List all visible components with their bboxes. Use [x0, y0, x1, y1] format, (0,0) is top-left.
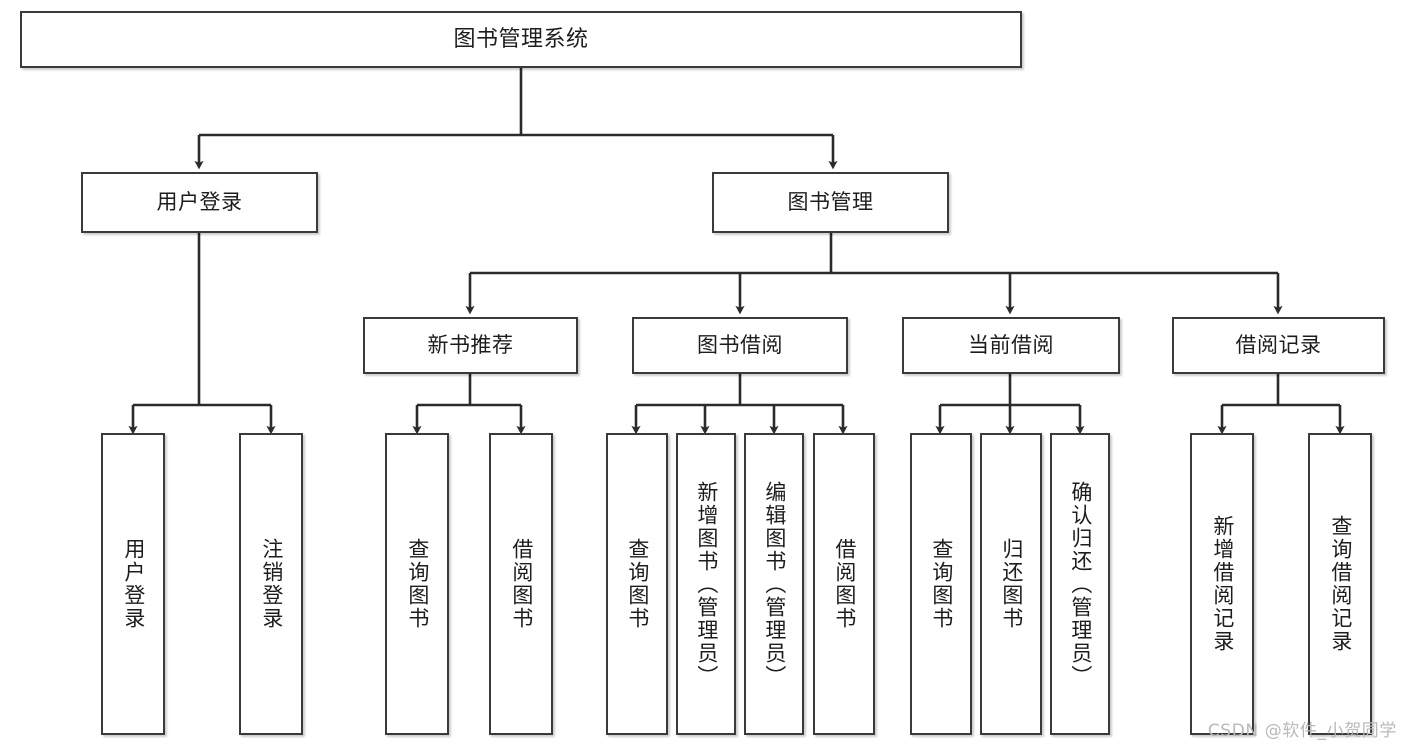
node-label: 新增图书（管理员）: [694, 480, 719, 688]
node-label: 当前借阅: [968, 333, 1054, 358]
node-label: 用户登录: [156, 190, 243, 215]
node-new-book-recommend[interactable]: 新书推荐: [363, 317, 578, 374]
node-label: 确认归还（管理员）: [1068, 480, 1093, 688]
node-label: 借阅记录: [1235, 333, 1322, 358]
node-leaf-query-book-2[interactable]: 查询图书: [606, 433, 668, 735]
node-label: 新书推荐: [427, 333, 514, 358]
node-label: 查询借阅记录: [1328, 515, 1353, 653]
node-label: 查询图书: [929, 538, 954, 630]
node-label: 用户登录: [121, 538, 146, 630]
node-label: 图书借阅: [697, 333, 783, 358]
node-leaf-add-borrow-record[interactable]: 新增借阅记录: [1190, 433, 1254, 735]
node-label: 编辑图书（管理员）: [762, 480, 787, 688]
node-leaf-borrow-book-1[interactable]: 借阅图书: [489, 433, 553, 735]
node-label: 注销登录: [259, 538, 284, 630]
node-leaf-query-borrow-record[interactable]: 查询借阅记录: [1308, 433, 1372, 735]
node-leaf-add-book[interactable]: 新增图书（管理员）: [676, 433, 736, 735]
node-user-login[interactable]: 用户登录: [81, 172, 318, 233]
node-leaf-user-login[interactable]: 用户登录: [101, 433, 165, 735]
node-label: 查询图书: [405, 538, 430, 630]
node-label: 图书管理系统: [453, 26, 589, 52]
node-label: 图书管理: [787, 190, 874, 215]
node-current-borrow[interactable]: 当前借阅: [902, 317, 1120, 374]
node-label: 借阅图书: [832, 538, 857, 630]
node-label: 查询图书: [625, 538, 650, 630]
node-label: 借阅图书: [509, 538, 534, 630]
node-label: 归还图书: [999, 538, 1024, 630]
node-leaf-query-book-3[interactable]: 查询图书: [910, 433, 972, 735]
node-leaf-confirm-return[interactable]: 确认归还（管理员）: [1050, 433, 1110, 735]
node-borrow-record[interactable]: 借阅记录: [1172, 317, 1385, 374]
node-leaf-borrow-book-2[interactable]: 借阅图书: [813, 433, 875, 735]
node-leaf-query-book-1[interactable]: 查询图书: [385, 433, 449, 735]
node-leaf-edit-book[interactable]: 编辑图书（管理员）: [744, 433, 804, 735]
node-book-borrow[interactable]: 图书借阅: [632, 317, 848, 374]
node-leaf-logout-login[interactable]: 注销登录: [239, 433, 303, 735]
node-leaf-return-book[interactable]: 归还图书: [980, 433, 1042, 735]
node-root-system[interactable]: 图书管理系统: [20, 11, 1022, 68]
csdn-watermark: CSDN @软件_小贺同学: [1207, 721, 1397, 741]
node-label: 新增借阅记录: [1210, 515, 1235, 653]
node-book-management[interactable]: 图书管理: [712, 172, 949, 233]
